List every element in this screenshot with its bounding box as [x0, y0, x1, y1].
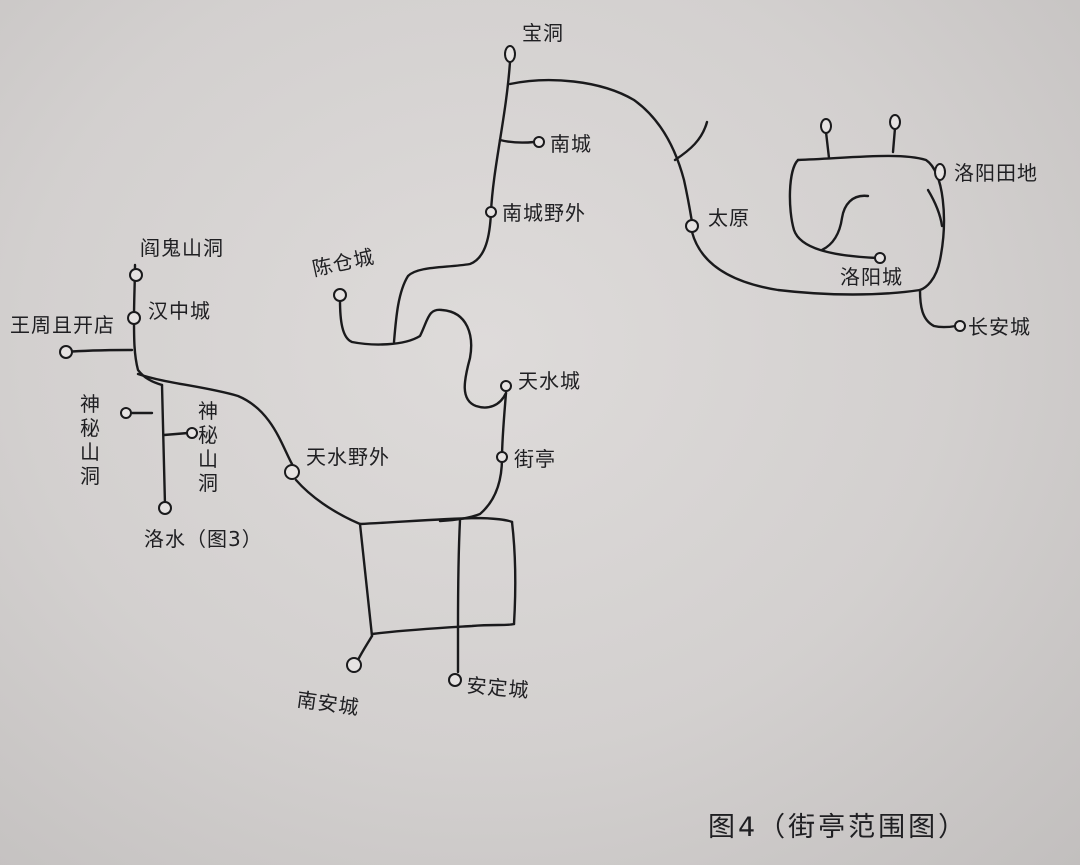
node-hanzhong[interactable] [127, 311, 141, 325]
node-nanan[interactable] [346, 657, 362, 673]
road-luoshui-trunk [160, 383, 167, 507]
road-wangzhou [64, 348, 134, 354]
road-taiyuan-luoyang [690, 230, 922, 296]
road-chencang [338, 298, 508, 409]
label-wangzhou: 王周且开店 [10, 313, 115, 337]
label-baodong: 宝洞 [522, 21, 564, 45]
node-luoyang-cheng[interactable] [874, 252, 886, 264]
label-hanzhong: 汉中城 [148, 299, 211, 323]
label-shenyi-left-0: 神 [80, 392, 100, 416]
node-luoyang-tiandi[interactable] [934, 163, 946, 181]
road-baodong-trunk [392, 60, 512, 344]
road-grid-bottom [370, 622, 516, 636]
label-luoyang-tiandi: 洛阳田地 [954, 161, 1038, 185]
label-chencang: 陈仓城 [310, 244, 377, 281]
label-shenyi-right-2: 山 [198, 447, 218, 471]
node-shenyi-left[interactable] [120, 407, 132, 419]
road-grid-top [358, 516, 514, 526]
node-yanguishan[interactable] [129, 268, 143, 282]
node-jieting[interactable] [496, 451, 508, 463]
node-shenyi-right[interactable] [186, 427, 198, 439]
node-anding[interactable] [448, 673, 462, 687]
label-nancheng-yewai: 南城野外 [502, 201, 586, 225]
road-nanan [356, 634, 374, 662]
label-tianshui-yewai: 天水野外 [306, 445, 390, 469]
labels: 宝洞 南城 南城野外 陈仓城 太原 洛阳田地 洛阳城 长安城 天水城 街亭 天水… [10, 21, 1038, 720]
road-luoyang-spiral [820, 194, 870, 252]
node-nancheng[interactable] [533, 136, 545, 148]
road-baodong-taiyuan [508, 78, 694, 224]
roads [64, 60, 958, 674]
label-yanguishan: 阎鬼山洞 [140, 236, 224, 260]
label-jieting: 街亭 [514, 447, 556, 471]
road-hanzhong-trunk [132, 263, 164, 387]
label-shenyi-left-2: 山 [80, 440, 100, 464]
road-hook [673, 120, 709, 162]
label-nancheng: 南城 [550, 132, 592, 156]
node-wangzhou[interactable] [59, 345, 73, 359]
label-shenyi-left-1: 秘 [80, 416, 100, 440]
nodes [59, 45, 966, 687]
node-nancheng-yewai[interactable] [485, 206, 497, 218]
road-stub-1 [824, 130, 831, 160]
node-baodong[interactable] [504, 45, 516, 63]
road-tianshui-south [294, 478, 362, 526]
label-tianshui-cheng: 天水城 [518, 369, 581, 393]
road-grid-right [510, 520, 517, 626]
road-grid-left [358, 522, 374, 638]
road-nancheng-branch [498, 138, 536, 144]
label-anding: 安定城 [466, 673, 531, 702]
node-taiyuan[interactable] [685, 219, 699, 233]
label-taiyuan: 太原 [708, 206, 750, 230]
road-stub-2 [891, 126, 897, 154]
road-grid-mid [456, 518, 462, 630]
node-luoshui[interactable] [158, 501, 172, 515]
label-shenyi-right-0: 神 [198, 399, 218, 423]
node-tianshui-yewai[interactable] [284, 464, 300, 480]
label-changan: 长安城 [968, 315, 1031, 339]
road-hanzhong-tianshui [136, 372, 294, 466]
label-luoshui: 洛水（图3） [144, 527, 263, 551]
label-shenyi-left-3: 洞 [80, 464, 100, 488]
label-luoyang-cheng: 洛阳城 [840, 265, 903, 289]
road-luoyang-notch [926, 188, 944, 228]
node-changan[interactable] [954, 320, 966, 332]
figure-caption: 图4（街亭范围图） [708, 812, 968, 843]
node-luoyang-top-2[interactable] [889, 114, 901, 130]
road-luoyang-inner [788, 158, 880, 260]
road-luoyang-changan [918, 288, 958, 329]
node-luoyang-top-1[interactable] [820, 118, 832, 134]
node-chencang[interactable] [333, 288, 347, 302]
label-nanan: 南安城 [295, 687, 361, 720]
node-tianshui-cheng[interactable] [500, 380, 512, 392]
label-shenyi-right-3: 洞 [198, 471, 218, 495]
label-shenyi-right-1: 秘 [198, 423, 218, 447]
road-luoyang-loop [796, 154, 946, 292]
road-shenyi-right [162, 431, 190, 437]
